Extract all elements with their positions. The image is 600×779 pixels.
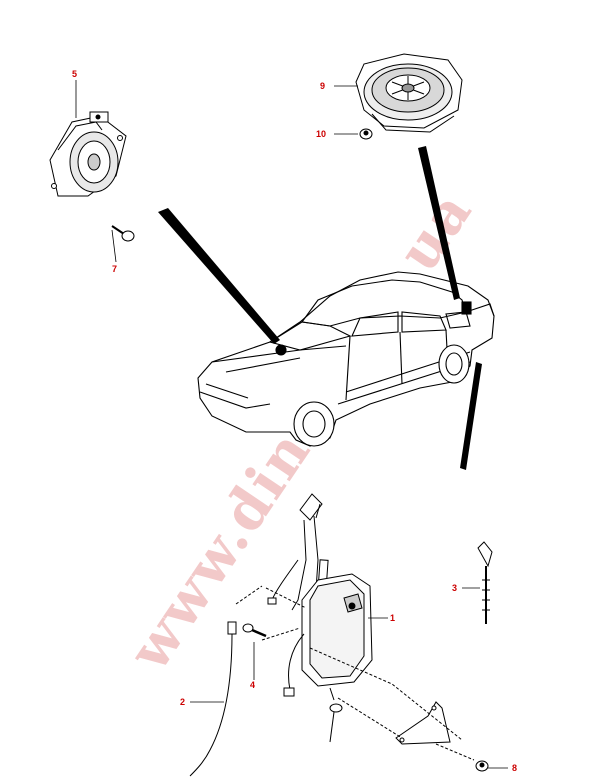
antenna-cable [189,621,237,777]
callout-4: 4 [250,680,255,690]
antenna-mast-plug [477,541,493,624]
callout-2: 2 [180,697,185,707]
front-speaker-locator-dot [275,344,287,356]
speaker-nut [359,128,373,140]
rear-speaker-locator-dot [461,301,472,315]
front-speaker-pointer [158,208,280,344]
rear-shelf-speaker [355,53,463,133]
bracket-nut [475,760,489,772]
callout-7: 5 [72,69,77,79]
locator-arrows [158,146,482,470]
antenna-pointer [460,362,482,470]
callout-10: 10 [316,129,326,139]
callout-3: 3 [452,583,457,593]
mounting-bolt [242,623,267,638]
callout-leaders [75,80,508,769]
callout-8: 7 [112,264,117,274]
callout-5: 8 [512,763,517,773]
power-antenna-assembly [235,493,475,761]
car-illustration [197,271,495,447]
callout-labels: 5 9 10 7 1 2 4 3 8 [72,69,517,773]
callout-9: 9 [320,81,325,91]
callout-1: 1 [390,613,395,623]
speaker-screw [111,225,135,242]
rear-speaker-pointer [418,146,460,300]
front-door-speaker [49,111,127,197]
